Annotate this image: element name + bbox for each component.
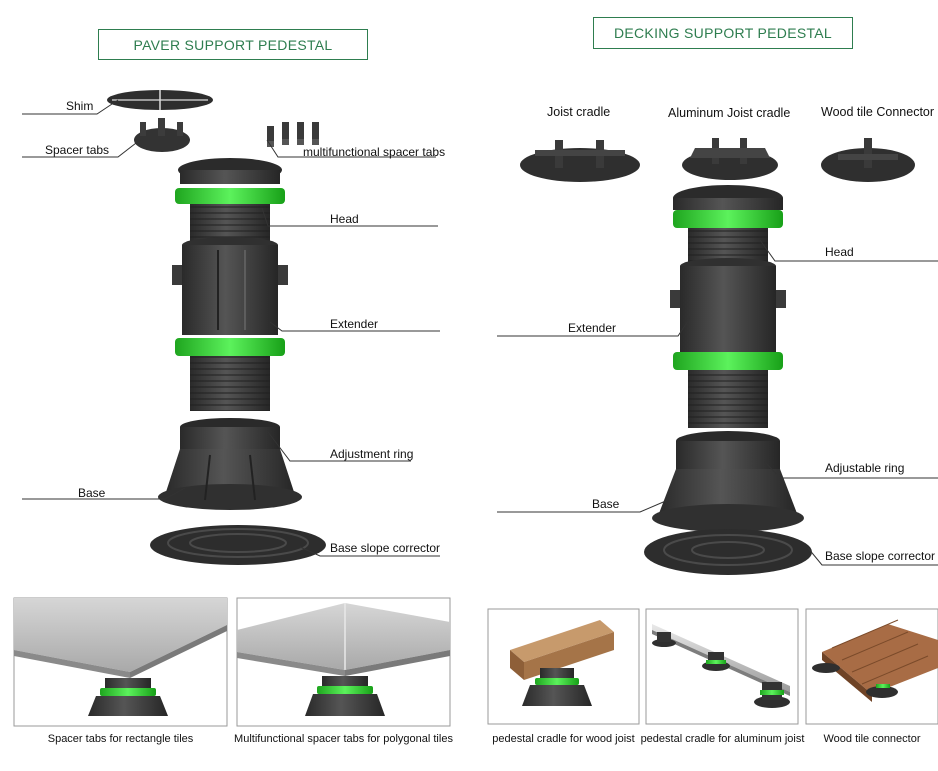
- paver-head: [175, 158, 285, 244]
- decking-extender: [670, 258, 786, 428]
- decking-base: [652, 431, 804, 532]
- panel-spacer-rectangle: [13, 597, 228, 727]
- caption-wood-tile: Wood tile connector: [823, 733, 921, 745]
- label-paver-extender: Extender: [330, 317, 379, 331]
- panel-wood-tile: [805, 608, 938, 725]
- label-adjustable-ring: Adjustable ring: [825, 461, 905, 475]
- label-decking-head: Head: [825, 245, 854, 259]
- label-paver-head: Head: [330, 212, 359, 226]
- decking-joist-cradle: [520, 140, 640, 182]
- decking-aluminum-joist-cradle: [682, 138, 778, 180]
- label-spacer-tabs: Spacer tabs: [45, 143, 110, 157]
- paver-spacer-tabs: [134, 118, 190, 152]
- decking-leader-lines: [497, 239, 938, 566]
- label-joist-cradle: Joist cradle: [547, 105, 611, 119]
- label-multifunctional-spacer-tabs: multifunctional spacer tabs: [303, 145, 446, 159]
- panel-aluminum-joist: [645, 608, 799, 725]
- label-adjustment-ring: Adjustment ring: [330, 447, 414, 461]
- decking-title: DECKING SUPPORT PEDESTAL: [593, 17, 853, 49]
- label-paver-base: Base: [78, 486, 106, 500]
- label-decking-base: Base: [592, 497, 620, 511]
- label-decking-base-slope-corrector: Base slope corrector: [825, 549, 936, 563]
- decking-wood-tile-connector: [821, 138, 915, 182]
- label-paver-base-slope-corrector: Base slope corrector: [330, 541, 441, 555]
- paver-leader-lines: [22, 99, 440, 557]
- label-decking-extender: Extender: [568, 321, 617, 335]
- paver-title: PAVER SUPPORT PEDESTAL: [98, 29, 368, 60]
- caption-spacer-polygonal: Multifunctional spacer tabs for polygona…: [234, 733, 453, 745]
- caption-spacer-rectangle: Spacer tabs for rectangle tiles: [47, 733, 194, 745]
- label-shim: Shim: [66, 99, 94, 113]
- paver-multifunctional-tabs: [267, 122, 319, 147]
- paver-base: [158, 418, 302, 510]
- caption-aluminum-joist: pedestal cradle for aluminum joist: [640, 733, 805, 745]
- paver-shim: [107, 90, 213, 110]
- caption-wood-joist: pedestal cradle for wood joist: [492, 733, 635, 745]
- decking-base-slope-corrector: [644, 529, 812, 575]
- label-wood-tile-connector: Wood tile Connector: [821, 105, 935, 119]
- paver-extender: [172, 237, 288, 411]
- label-aluminum-joist-cradle: Aluminum Joist cradle: [668, 106, 791, 120]
- decking-head: [673, 185, 783, 264]
- paver-base-slope-corrector: [150, 525, 326, 565]
- panel-wood-joist: [487, 608, 640, 725]
- panel-spacer-polygonal: [236, 597, 451, 727]
